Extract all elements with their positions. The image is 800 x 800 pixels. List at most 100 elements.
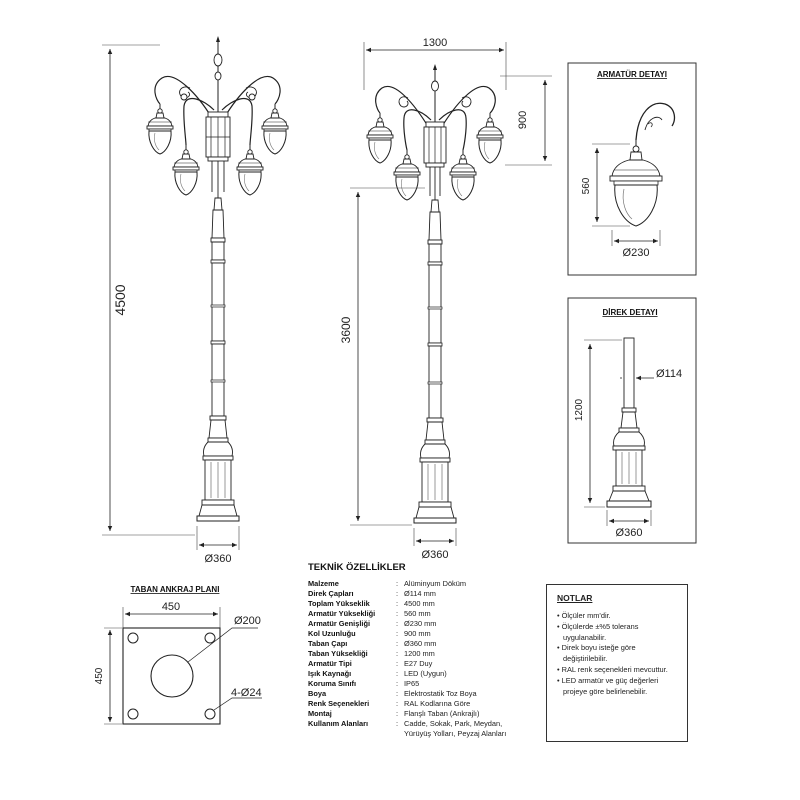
spec-row: Kol Uzunluğu:900 mm (308, 629, 506, 639)
spec-colon: : (396, 679, 399, 688)
pole-detail-panel: DİREK DETAYI Ø114 1200 Ø360 (567, 297, 697, 544)
spec-value: Ø230 mm (404, 619, 437, 628)
spec-key: Taban Yüksekliği (308, 649, 368, 658)
spec-key: Koruma Sınıfı (308, 679, 357, 688)
spec-colon: : (396, 699, 399, 708)
fixture-detail-title: ARMATÜR DETAYI (597, 70, 667, 79)
spec-row: Direk Çapları:Ø114 mm (308, 589, 506, 599)
fixture-diameter-label: Ø230 (623, 247, 650, 259)
center-pole-dimension: 3600 (339, 187, 425, 526)
spec-key: Kol Uzunluğu (308, 629, 356, 638)
center-crown (375, 64, 496, 200)
spec-value: Flanşlı Taban (Ankrajlı) (404, 709, 480, 718)
spec-value: IP65 (404, 679, 420, 688)
anchor-bolt-hole (204, 632, 216, 644)
spec-row: Renk Seçenekleri: RAL Kodlarına Göre (308, 699, 506, 709)
left-lamp-outer-1 (146, 103, 174, 155)
specs-title: TEKNİK ÖZELLİKLER (308, 562, 406, 573)
center-width-label: 1300 (423, 37, 447, 49)
spec-row: Taban Çapı: Ø360 mm (308, 639, 506, 649)
spec-colon: : (396, 709, 399, 718)
spec-colon: : (396, 609, 399, 618)
anchor-bolt-hole (204, 708, 216, 720)
spec-row: Koruma Sınıfı: IP65 (308, 679, 506, 689)
spec-key: Armatür Tipi (308, 659, 352, 668)
anchor-plan-title: TABAN ANKRAJ PLANI (131, 585, 220, 594)
fixture-detail-lamp (609, 140, 663, 227)
center-arm-label: 900 (517, 111, 529, 129)
left-lamp-inner-1 (172, 144, 200, 196)
anchor-plan: TABAN ANKRAJ PLANI 450 450 Ø200 4-Ø24 (94, 585, 262, 725)
pole-height-label: 1200 (574, 398, 585, 421)
left-lamp-inner-2 (236, 144, 264, 196)
spec-key (308, 729, 396, 739)
center-lamp-inner-2 (449, 149, 477, 201)
spec-row: Yürüyüş Yolları, Peyzaj Alanları (308, 729, 506, 739)
spec-row: Armatür Yüksekliği:560 mm (308, 609, 506, 619)
pole-base-label: Ø360 (616, 527, 643, 539)
spec-row: Kullanım Alanları: Cadde, Sokak, Park, Me… (308, 719, 506, 729)
spec-row: Montaj: Flanşlı Taban (Ankrajlı) (308, 709, 506, 719)
technical-specs: TEKNİK ÖZELLİKLER Malzeme:Alüminyum Dökü… (308, 562, 548, 739)
center-base-dimension: Ø360 (413, 528, 457, 561)
spec-value: 900 mm (404, 629, 431, 638)
spec-value: RAL Kodlarına Göre (404, 699, 471, 708)
note-item: Ölçülerde ±%5 tolerans uygulanabilir. (557, 622, 681, 644)
anchor-height-label: 450 (94, 667, 105, 684)
spec-key: Işık Kaynağı (308, 669, 352, 678)
anchor-bolt-label: 4-Ø24 (231, 687, 262, 699)
spec-row: Armatür Tipi: E27 Duy (308, 659, 506, 669)
spec-colon: : (396, 629, 399, 638)
center-pole-label: 3600 (339, 316, 353, 343)
spec-key: Taban Çapı (308, 639, 348, 648)
left-elevation: 4500 Ø360 (102, 36, 289, 565)
center-elevation: 1300 900 3600 Ø360 (339, 37, 552, 561)
left-base-dimension: Ø360 (196, 526, 240, 565)
spec-colon: : (396, 599, 399, 608)
spec-colon: : (396, 589, 399, 598)
spec-colon: : (396, 649, 399, 658)
left-lamp-outer-2 (261, 103, 289, 155)
spec-colon: : (396, 639, 399, 648)
spec-colon (396, 729, 404, 739)
anchor-bolt-hole (127, 632, 139, 644)
spec-colon: : (396, 579, 399, 588)
spec-key: Montaj (308, 709, 332, 718)
anchor-hole-label: Ø200 (234, 615, 261, 627)
anchor-bolt-hole (127, 708, 139, 720)
spec-row: Toplam Yükseklik:4500 mm (308, 599, 506, 609)
spec-key: Boya (308, 689, 327, 698)
spec-value: Cadde, Sokak, Park, Meydan, (404, 719, 503, 728)
spec-key: Renk Seçenekleri (308, 699, 370, 708)
anchor-center-hole (150, 654, 194, 698)
spec-key: Direk Çapları (308, 589, 354, 598)
spec-value: Yürüyüş Yolları, Peyzaj Alanları (404, 729, 507, 738)
spec-key: Armatür Genişliği (308, 619, 371, 628)
spec-value: LED (Uygun) (404, 669, 447, 678)
left-crown (154, 36, 281, 198)
spec-key: Malzeme (308, 579, 339, 588)
center-lamp-inner-1 (393, 149, 421, 201)
spec-colon: : (396, 719, 399, 728)
spec-value: Ø360 mm (404, 639, 437, 648)
spec-key: Kullanım Alanları (308, 719, 369, 728)
note-item: Ölçüler mm'dir. (557, 611, 681, 622)
pole-diameter-label: Ø114 (656, 368, 682, 380)
spec-row: Armatür Genişliği:Ø230 mm (308, 619, 506, 629)
spec-row: Boya:Elektrostatik Toz Boya (308, 689, 506, 699)
spec-value: 4500 mm (404, 599, 435, 608)
fixture-detail-panel: ARMATÜR DETAYI 560 Ø230 (567, 62, 697, 276)
spec-colon: : (396, 659, 399, 668)
spec-value: E27 Duy (404, 659, 433, 668)
center-pole (413, 199, 457, 524)
notes-box: NOTLAR Ölçüler mm'dir.Ölçülerde ±%5 tole… (546, 584, 688, 742)
center-arm-dimension: 900 (500, 75, 552, 166)
pole-detail-drawing (606, 337, 652, 508)
spec-value: 560 mm (404, 609, 431, 618)
spec-colon: : (396, 669, 399, 678)
left-pole (196, 197, 240, 522)
left-height-label: 4500 (112, 284, 128, 315)
note-item: LED armatür ve güç değerleri projeye gör… (557, 676, 681, 698)
center-base-label: Ø360 (422, 549, 449, 561)
spec-colon: : (396, 689, 399, 698)
